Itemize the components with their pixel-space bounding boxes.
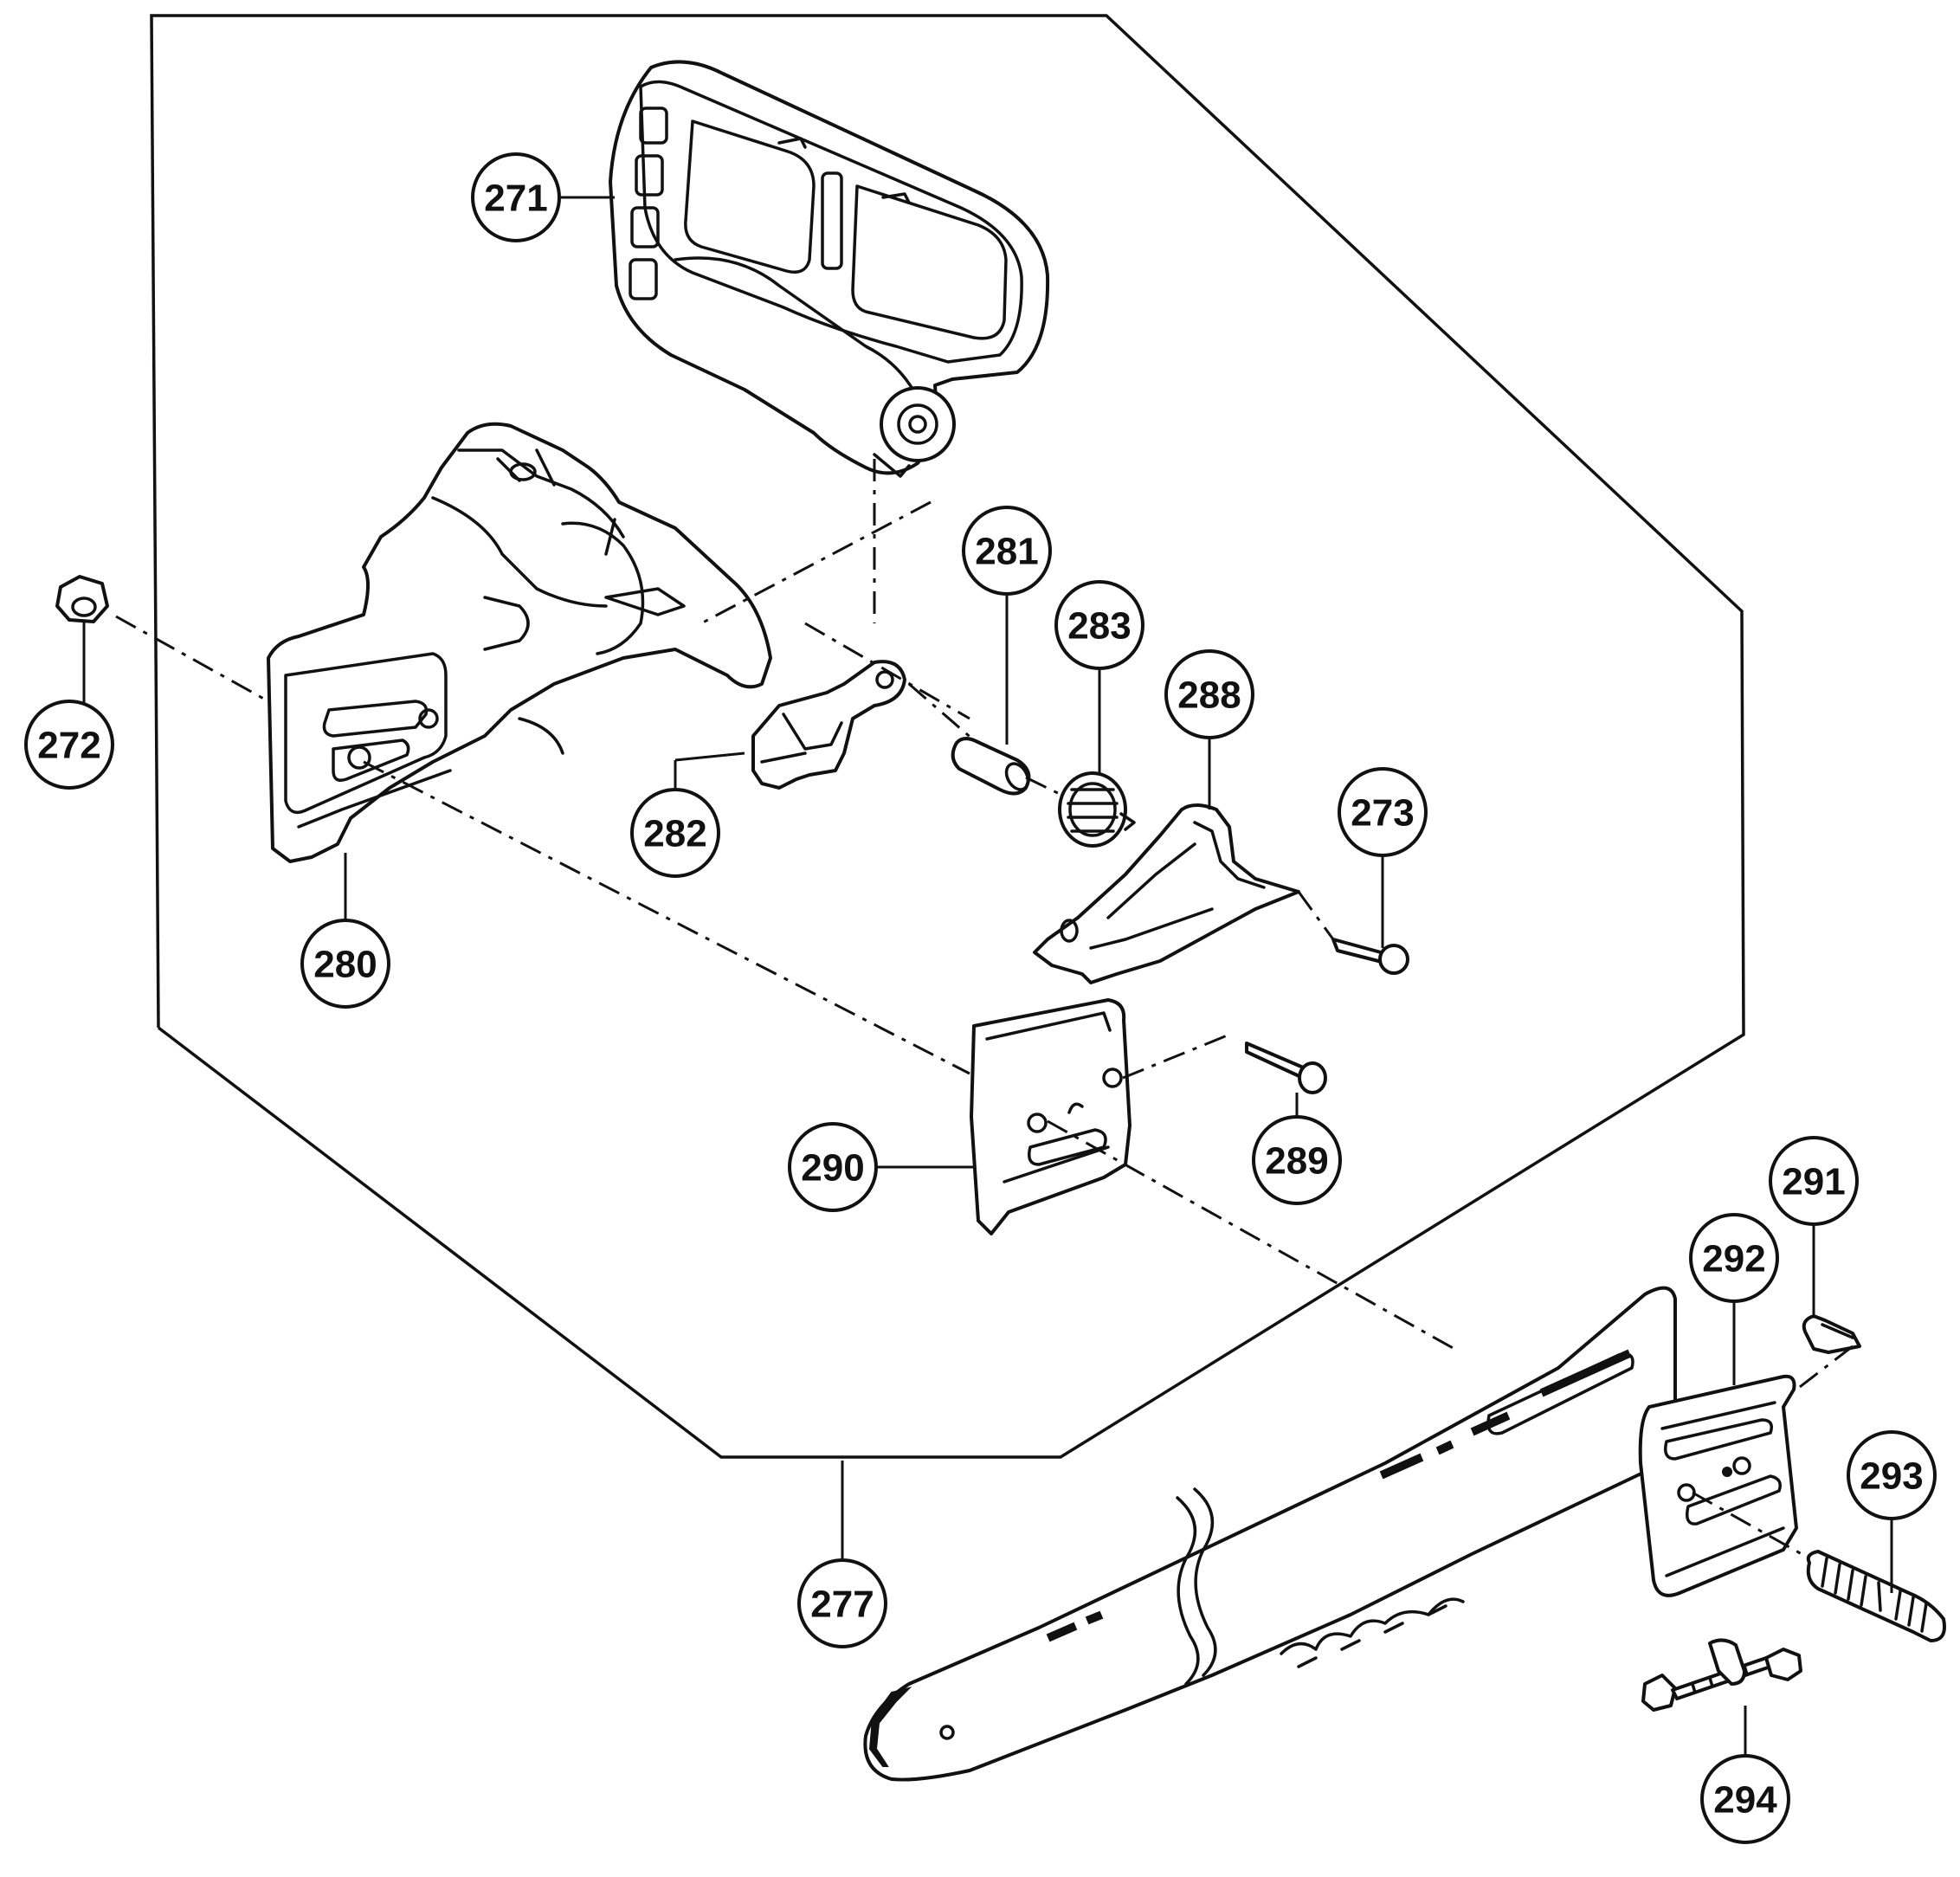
part-293-stud (1806, 1550, 1946, 1642)
callout-293-label: 293 (1860, 1455, 1923, 1498)
callout-288: 288 (1164, 649, 1254, 739)
callout-277-label: 277 (810, 1584, 874, 1626)
part-283-gear (1058, 771, 1136, 848)
callout-291: 291 (1769, 1136, 1859, 1226)
leader-lines (82, 196, 1893, 1756)
callout-280-label: 280 (313, 944, 377, 986)
callout-273: 273 (1338, 767, 1428, 857)
callout-292: 292 (1689, 1213, 1779, 1303)
callout-294-label: 294 (1713, 1779, 1777, 1822)
callout-289-label: 289 (1265, 1140, 1328, 1183)
part-294-adjusting-screw (1641, 1638, 1802, 1712)
callout-293: 293 (1847, 1430, 1937, 1520)
callout-283-label: 283 (1067, 605, 1131, 648)
part-280-housing (267, 422, 772, 863)
callout-282: 282 (630, 788, 720, 878)
callout-281: 281 (962, 506, 1052, 596)
part-288-guide (1033, 803, 1300, 984)
callout-294: 294 (1700, 1754, 1790, 1844)
callout-281-label: 281 (975, 531, 1038, 573)
part-271-cover (609, 60, 1050, 478)
assembly-frame (150, 14, 1745, 1459)
callout-280: 280 (300, 919, 390, 1009)
part-277-guide-bar (863, 1286, 1677, 1782)
part-290-inner-plate (970, 998, 1132, 1235)
part-282-tensioner (751, 660, 906, 790)
callout-283: 283 (1054, 580, 1144, 670)
callout-273-label: 273 (1351, 792, 1414, 835)
alignment-lines (115, 459, 1854, 1560)
part-289-screw (1245, 1042, 1327, 1094)
callout-291-label: 291 (1782, 1161, 1845, 1203)
callout-290-label: 290 (801, 1147, 864, 1190)
callout-289: 289 (1252, 1115, 1342, 1205)
callout-277: 277 (797, 1558, 887, 1648)
part-281-pin (951, 737, 1031, 796)
callout-290: 290 (788, 1122, 878, 1212)
callout-292-label: 292 (1702, 1238, 1765, 1280)
callout-271: 271 (471, 152, 561, 242)
callout-272-label: 272 (37, 725, 100, 767)
part-292-outer-plate (1638, 1374, 1798, 1597)
callout-271-label: 271 (484, 177, 547, 220)
callout-272: 272 (24, 700, 114, 790)
callout-282-label: 282 (643, 813, 706, 855)
callout-288-label: 288 (1177, 674, 1241, 717)
part-272-nut (55, 575, 109, 623)
part-273-screw (1331, 938, 1409, 975)
